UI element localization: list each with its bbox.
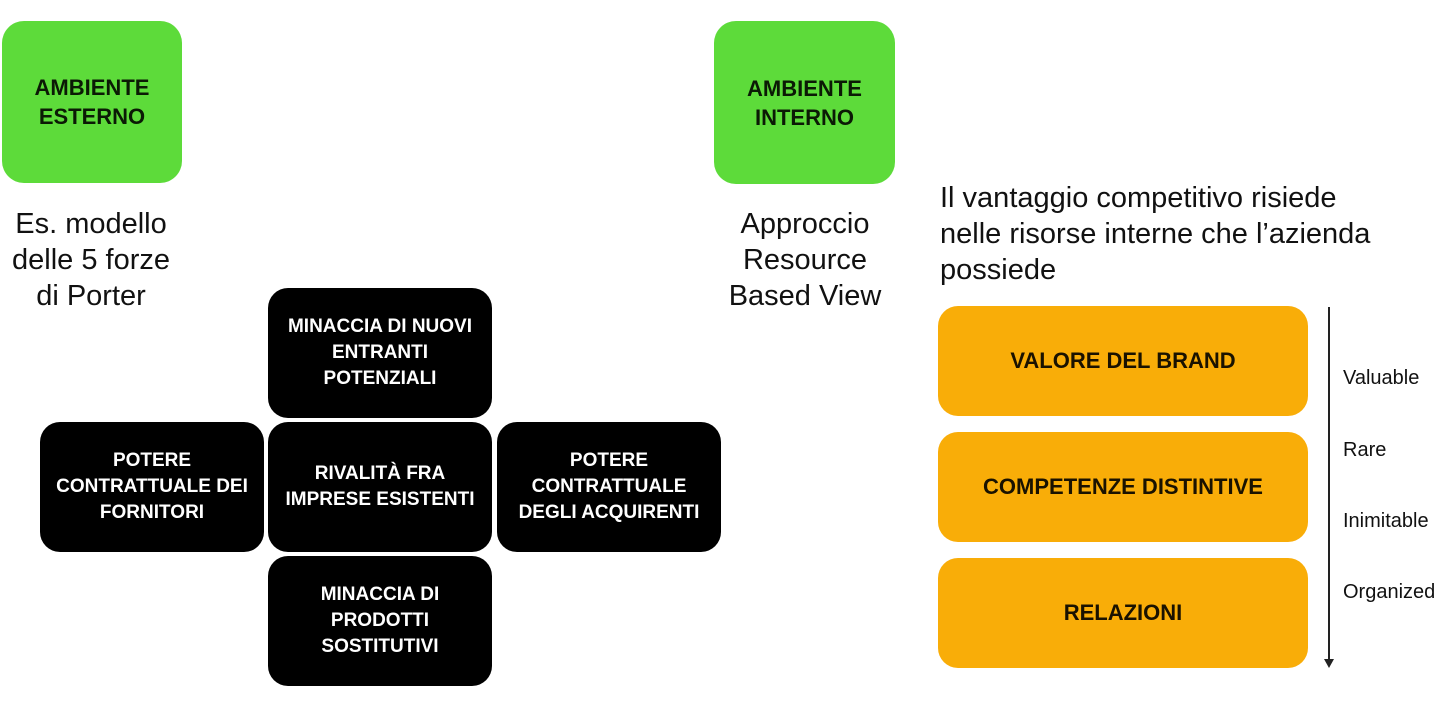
- vrio-inimitable: Inimitable: [1343, 510, 1429, 532]
- vrio-valuable: Valuable: [1343, 367, 1420, 389]
- vrio-arrow-head-icon: [1324, 659, 1334, 668]
- vrio-organized: Organized: [1343, 581, 1436, 603]
- force-buyers: POTERE CONTRATTUALE DEGLI ACQUIRENTI: [497, 422, 721, 552]
- internal-environment-box: AMBIENTE INTERNO: [714, 21, 895, 184]
- vrio-rare: Rare: [1343, 439, 1387, 461]
- force-suppliers: POTERE CONTRATTUALE DEI FORNITORI: [40, 422, 264, 552]
- vrio-arrow-line: [1328, 307, 1330, 662]
- resource-brand-value: VALORE DEL BRAND: [938, 306, 1308, 416]
- resource-relations: RELAZIONI: [938, 558, 1308, 668]
- force-rivalry: RIVALITÀ FRA IMPRESE ESISTENTI: [268, 422, 492, 552]
- external-environment-box: AMBIENTE ESTERNO: [2, 21, 182, 183]
- rbv-statement: Il vantaggio competitivo risiede nelle r…: [940, 182, 1371, 286]
- resource-distinctive-competences: COMPETENZE DISTINTIVE: [938, 432, 1308, 542]
- force-new-entrants: MINACCIA DI NUOVI ENTRANTI POTENZIALI: [268, 288, 492, 418]
- external-caption: Es. modello delle 5 forze di Porter: [12, 208, 170, 312]
- internal-caption: Approccio Resource Based View: [728, 208, 882, 312]
- force-substitutes: MINACCIA DI PRODOTTI SOSTITUTIVI: [268, 556, 492, 686]
